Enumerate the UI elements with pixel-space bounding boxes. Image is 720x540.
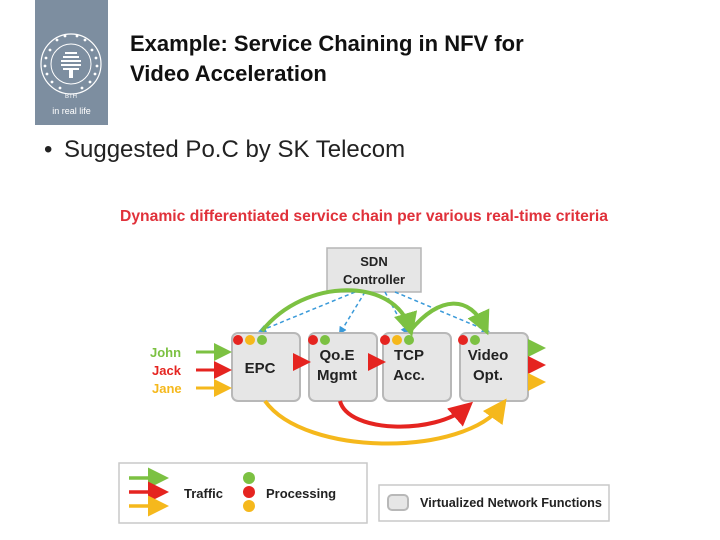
user-jane: Jane	[152, 381, 182, 396]
vnf-label-epc: EPC	[245, 360, 276, 377]
logo-monogram: BTH	[65, 94, 77, 100]
title-line-2: Video Acceleration	[130, 61, 327, 86]
title-line-1: Example: Service Chaining in NFV for	[130, 31, 524, 56]
input-arrows	[196, 343, 232, 397]
traffic-arcs	[260, 288, 507, 446]
vnf-label-tcp-2: Acc.	[393, 367, 425, 384]
vnf-label-video-2: Opt.	[473, 367, 503, 384]
yellow-arc-epc-video	[263, 398, 507, 446]
vnf-label-qoe-2: Mgmt	[317, 367, 357, 384]
slide-title: Example: Service Chaining in NFV for Vid…	[130, 29, 690, 89]
legend-vnf-label: Virtualized Network Functions	[420, 496, 602, 510]
green-arc-tcp-video	[408, 301, 490, 336]
university-logo: BTH in real life	[35, 0, 108, 125]
service-chain-diagram: Dynamic differentiated service chain per…	[118, 208, 610, 524]
sdn-controller-box	[326, 247, 422, 293]
controller-line-2: Controller	[343, 272, 405, 287]
output-arrows	[528, 339, 546, 391]
vnf-label-qoe-1: Qo.E	[319, 347, 354, 364]
control-links	[258, 291, 490, 335]
legend-processing-dots	[243, 472, 255, 512]
vnf-label-video-1: Video	[468, 347, 509, 364]
processing-dots	[233, 335, 480, 345]
vnf-label-tcp-1: TCP	[394, 347, 424, 364]
legend-vnf-swatch	[387, 494, 409, 511]
logo-emblem: BTH	[40, 33, 102, 100]
legend-processing-label: Processing	[266, 486, 336, 501]
user-john: John	[150, 345, 181, 360]
user-jack: Jack	[152, 363, 182, 378]
diagram-title: Dynamic differentiated service chain per…	[120, 208, 608, 225]
red-arc-qoe-video	[338, 400, 474, 429]
legend-traffic-label: Traffic	[184, 486, 223, 501]
bullet-item: • Suggested Po.C by SK Telecom	[44, 136, 405, 164]
green-arc-epc-tcp	[260, 288, 418, 337]
legend-traffic-arrows	[129, 467, 169, 517]
legend-vnf-box	[378, 484, 610, 522]
bullet-dot: •	[44, 136, 53, 163]
logo-tagline: in real life	[52, 106, 91, 116]
controller-line-1: SDN	[360, 254, 387, 269]
control-link-qoe	[338, 291, 366, 335]
control-link-epc	[258, 291, 356, 333]
bullet-text: Suggested Po.C by SK Telecom	[64, 136, 406, 163]
